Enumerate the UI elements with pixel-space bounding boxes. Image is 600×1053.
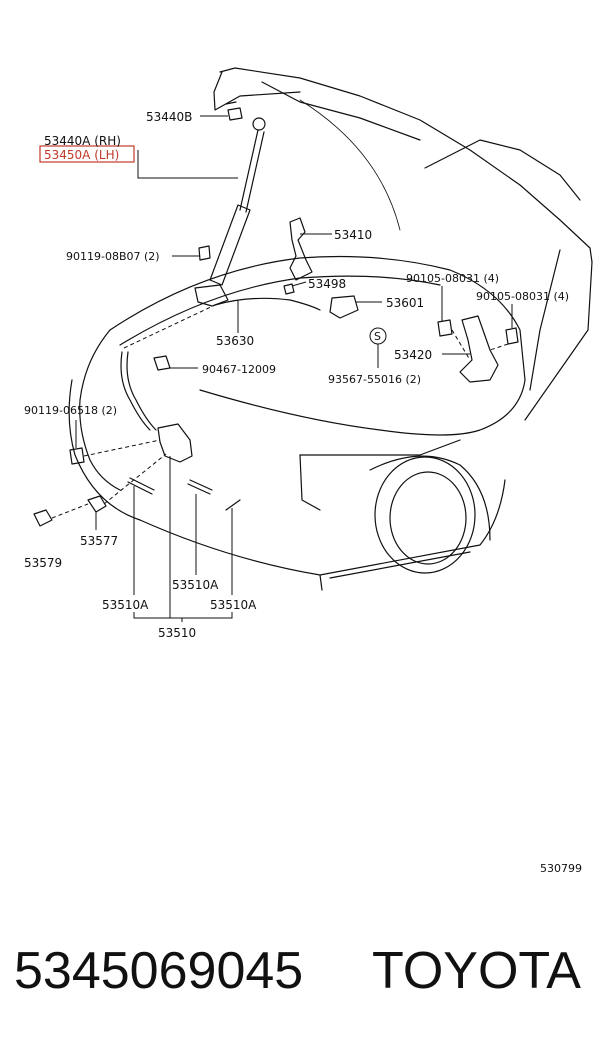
s-symbol-circle — [369, 327, 387, 345]
fender-body — [139, 479, 506, 576]
label-53440A: 53440A (RH) — [44, 134, 121, 148]
label-53498: 53498 — [308, 277, 346, 291]
strut-top-ball — [252, 117, 266, 131]
label-90119-06518: 90119-06518 (2) — [24, 404, 117, 417]
bolt-53577 — [87, 495, 107, 513]
bumper-curve — [68, 379, 141, 521]
leader-53440A — [137, 150, 238, 179]
strut-rod — [239, 129, 259, 211]
hood-inner-top — [261, 81, 421, 141]
label-53510: 53510 — [158, 626, 196, 640]
bolt-90105-b — [505, 327, 519, 345]
label-90105-08031-b: 90105-08031 (4) — [476, 290, 569, 303]
hood-surface — [299, 99, 401, 231]
dash-53420 — [451, 329, 471, 361]
label-53601: 53601 — [386, 296, 424, 310]
label-53630: 53630 — [216, 334, 254, 348]
dash-53579 — [51, 503, 89, 519]
support-53601 — [329, 295, 359, 319]
body-side — [299, 439, 461, 456]
cushion-53579 — [33, 509, 53, 527]
strut-rod-2 — [245, 131, 265, 213]
label-53410: 53410 — [334, 228, 372, 242]
release-cable — [214, 297, 321, 311]
spring-53510A-2 — [187, 479, 213, 495]
hood-lock — [157, 423, 193, 463]
bolt-90119-08B07 — [198, 245, 211, 261]
label-53577: 53577 — [80, 534, 118, 548]
hood-outline — [219, 67, 593, 263]
label-90467-12009: 90467-12009 — [202, 363, 276, 376]
hood-side-line — [529, 249, 561, 391]
bolt-53440B — [225, 101, 243, 121]
fender-top — [199, 379, 526, 436]
leader-53510 — [133, 456, 233, 622]
dash-90119-06518 — [83, 439, 161, 457]
label-93567-55016: 93567-55016 (2) — [328, 373, 421, 386]
label-53510A-mid: 53510A — [172, 578, 219, 592]
front-bumper — [79, 329, 121, 491]
wheel-rim — [389, 471, 467, 565]
hood-edge — [213, 71, 301, 111]
diagram-code: 530799 — [540, 862, 582, 875]
dash-53577 — [103, 453, 167, 505]
strut-cylinder — [209, 204, 251, 286]
label-90105-08031-a: 90105-08031 (4) — [406, 272, 499, 285]
hood-hinge — [289, 217, 313, 281]
spring-53510A-1 — [127, 477, 155, 495]
hinge-53420 — [459, 315, 499, 383]
part-53498 — [283, 283, 295, 295]
footer-part-number: 5345069045 — [14, 942, 304, 1000]
hood-ridge — [424, 139, 581, 201]
label-53579: 53579 — [24, 556, 62, 570]
highlight-box — [39, 145, 135, 163]
release-cable-2 — [120, 351, 151, 431]
dash-53630 — [123, 304, 216, 349]
wheel-arch — [369, 455, 491, 541]
label-53450A: 53450A (LH) — [44, 148, 119, 162]
label-53510A-right: 53510A — [210, 598, 257, 612]
hood-lower-edge — [524, 261, 593, 421]
label-53420: 53420 — [394, 348, 432, 362]
bolt-90119-06518 — [69, 447, 85, 465]
label-90119-08B07: 90119-08B07 (2) — [66, 250, 160, 263]
label-53510A-left: 53510A — [102, 598, 149, 612]
clip-90467 — [153, 355, 171, 371]
spring-53510A-3 — [225, 499, 241, 511]
strut-bracket — [194, 284, 229, 307]
body-side-2 — [299, 454, 321, 511]
dash-90105-b — [489, 343, 509, 351]
label-53440B: 53440B — [146, 110, 192, 124]
wheel-tire — [374, 456, 476, 574]
release-cable-3 — [126, 351, 157, 431]
footer-brand: TOYOTA — [372, 942, 581, 1000]
s-symbol: S — [374, 330, 381, 343]
body-opening-inner — [119, 275, 441, 346]
body-opening — [109, 255, 526, 381]
bolt-90105-a — [437, 319, 453, 337]
leader-53498 — [291, 281, 307, 287]
